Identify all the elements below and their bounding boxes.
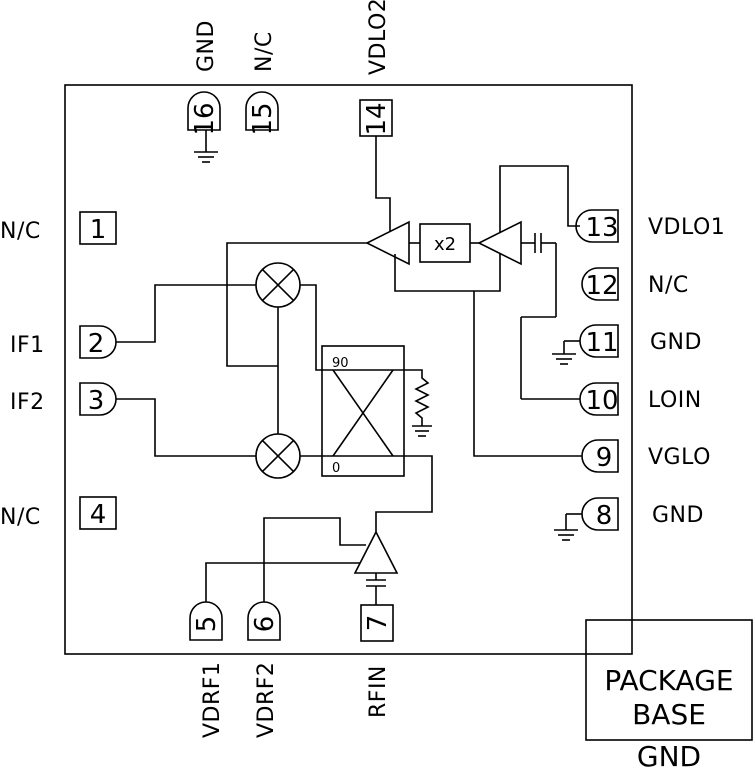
pin-2-label: IF1 bbox=[10, 333, 45, 358]
pin-6: 6 VDRF2 bbox=[247, 601, 281, 738]
frequency-doubler: x2 bbox=[419, 223, 471, 263]
pin-13: 13 VDLO1 bbox=[575, 209, 725, 243]
vdrf1-trace bbox=[205, 562, 360, 602]
if2-trace bbox=[116, 398, 256, 457]
pin-1: 1 N/C bbox=[0, 211, 117, 245]
pin-6-label: VDRF2 bbox=[254, 662, 279, 738]
vglo-trace bbox=[473, 291, 582, 457]
pin-8-label: GND bbox=[652, 503, 704, 528]
pin-9: 9 VGLO bbox=[581, 439, 711, 473]
vdlo2-trace bbox=[375, 136, 391, 232]
svg-text:15: 15 bbox=[248, 102, 278, 135]
pin-16-label: GND bbox=[194, 20, 219, 72]
pin-1-label: N/C bbox=[0, 219, 41, 244]
svg-text:11: 11 bbox=[585, 328, 618, 358]
lo-amplifier-left bbox=[365, 220, 410, 266]
pin-7-label: RFIN bbox=[366, 665, 391, 718]
mixer-1 bbox=[255, 262, 301, 308]
if1-trace bbox=[116, 284, 256, 343]
lo-distribution-trace bbox=[226, 242, 367, 367]
termination-resistor bbox=[404, 369, 432, 437]
pin-11: 11 GND bbox=[552, 324, 702, 365]
pin-10-label: LOIN bbox=[648, 388, 702, 413]
pin-10: 10 LOIN bbox=[579, 382, 702, 416]
svg-text:1: 1 bbox=[90, 215, 107, 245]
package-base-line2: BASE bbox=[632, 698, 706, 731]
pin-15: 15 N/C bbox=[245, 31, 279, 136]
pin-7: 7 RFIN bbox=[360, 604, 394, 718]
svg-text:x2: x2 bbox=[434, 234, 456, 255]
svg-text:2: 2 bbox=[88, 329, 105, 359]
lo-coupling-capacitor bbox=[520, 233, 580, 400]
pin-13-label: VDLO1 bbox=[648, 215, 725, 240]
package-base-ground: GND bbox=[637, 740, 701, 772]
svg-text:7: 7 bbox=[363, 615, 393, 632]
svg-text:8: 8 bbox=[596, 501, 613, 531]
vdlo1-trace bbox=[499, 165, 580, 232]
svg-text:4: 4 bbox=[90, 500, 107, 530]
pin-8: 8 GND bbox=[554, 497, 704, 541]
rf-path-trace bbox=[375, 455, 433, 532]
pin-16: 16 GND bbox=[187, 20, 221, 163]
pin-9-label: VGLO bbox=[648, 445, 711, 470]
svg-text:10: 10 bbox=[585, 386, 618, 416]
svg-text:6: 6 bbox=[250, 616, 280, 633]
pin-5: 5 VDRF1 bbox=[189, 601, 225, 738]
hybrid-port-90: 90 bbox=[332, 356, 349, 371]
svg-text:13: 13 bbox=[585, 213, 618, 243]
pin-12-label: N/C bbox=[648, 273, 689, 298]
pin-5-label: VDRF1 bbox=[200, 662, 225, 738]
vdrf2-trace bbox=[263, 517, 366, 602]
rf-coupling-capacitor bbox=[366, 573, 386, 605]
svg-text:16: 16 bbox=[190, 102, 220, 135]
mixer1-rf-trace bbox=[300, 284, 322, 371]
pin-12: 12 N/C bbox=[581, 267, 689, 301]
rf-input-amplifier bbox=[353, 530, 399, 574]
pin-4: 4 N/C bbox=[0, 496, 117, 530]
package-base-box bbox=[585, 619, 753, 741]
pin-14: 14 VDLO2 bbox=[359, 0, 393, 137]
mixer-2 bbox=[255, 433, 301, 479]
pin-11-label: GND bbox=[650, 330, 702, 355]
package-base-line1: PACKAGE bbox=[604, 664, 733, 697]
quadrature-hybrid: 90 0 bbox=[321, 345, 405, 477]
chip-outline bbox=[64, 84, 633, 655]
hybrid-port-0: 0 bbox=[332, 461, 340, 476]
pin-14-label: VDLO2 bbox=[366, 0, 391, 75]
lo-bias-trace bbox=[394, 254, 501, 292]
svg-text:14: 14 bbox=[362, 102, 392, 135]
pin-2: 2 IF1 bbox=[10, 325, 117, 359]
pin-4-label: N/C bbox=[0, 505, 41, 530]
pin-3-label: IF2 bbox=[10, 390, 45, 415]
svg-text:9: 9 bbox=[596, 443, 613, 473]
pin-3: 3 IF2 bbox=[10, 382, 117, 416]
svg-text:5: 5 bbox=[192, 616, 222, 633]
svg-text:12: 12 bbox=[585, 271, 618, 301]
pin-15-label: N/C bbox=[252, 31, 277, 72]
svg-text:3: 3 bbox=[88, 386, 105, 416]
